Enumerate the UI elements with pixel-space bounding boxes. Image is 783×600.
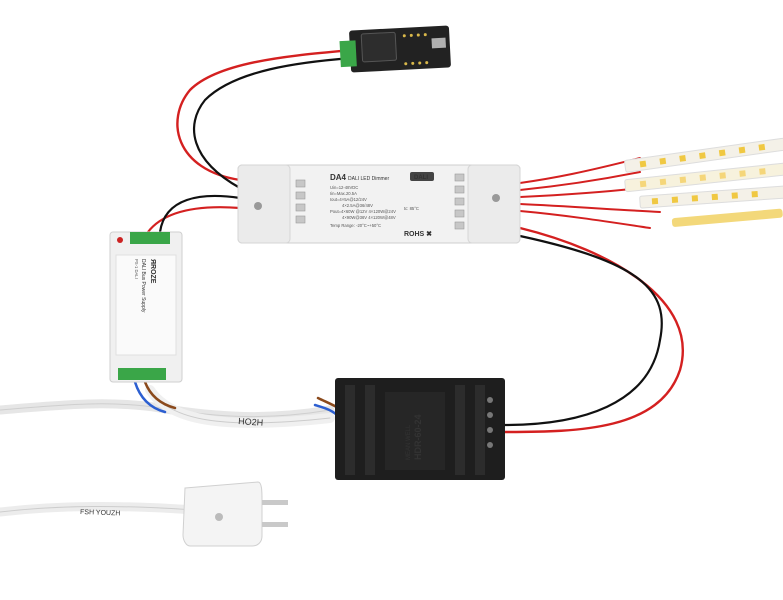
dali-bus-power-supply: ЯROZE DALI Bus Power Supply PS-1 DALI [109,231,183,383]
din-rail-psu: MEAN WELL HDR-60-24 [335,378,505,480]
dimmer-marks: ROHS ✖ [404,230,432,238]
bus-top-terminal [130,232,170,244]
black-wire-psu-dimmer [503,234,663,427]
bus-title: DALI Bus Power Supply [140,259,146,313]
dimmer-model: DA4 [330,173,347,182]
mount-hole-left [254,202,262,210]
red-wire-board-dimmer [176,48,354,182]
wires [0,48,684,517]
dimmer-left-cap [237,164,291,244]
psu-cable-print: HO2H [238,416,264,428]
psu-label-area [385,392,445,470]
dali-badge [410,172,434,181]
psu-model: HDR-60-24 [413,414,423,460]
red-wire-dali-bus [146,206,242,234]
dimmer-spec-1: Uin=12-48VDC [330,185,358,190]
mains-cable-left-edge [0,403,331,418]
bus-brand: ЯROZE [149,259,156,284]
dimmer-title: DALI LED Dimmer [348,176,389,182]
black-wire-board-dimmer [192,56,354,190]
red-wire-dimmer-psu [503,226,684,434]
dimmer-spec-4: 4×2.5A@36/48V [342,203,373,208]
output-wire-3 [519,187,641,198]
brown-conductor [143,380,177,410]
bus-label-panel [115,254,177,356]
bus-bottom-terminal [118,368,166,380]
wifi-module [360,31,397,63]
output-wire-5 [519,210,651,229]
dimmer-spec-3: Iout=4×5A@12/24V [330,197,367,202]
mount-hole-right [492,194,500,202]
cob-strip [671,208,783,227]
output-wire-4 [519,203,661,213]
mains-plug [182,481,288,547]
dali-dimmer: DA4 DALI LED Dimmer DALI Uin=12-48VDC Ii… [237,164,521,244]
green-terminal-board [339,40,357,68]
psu-brand: MEAN WELL [406,424,412,460]
plug-screw [215,513,223,521]
dali-badge-text: DALI [414,175,428,181]
dimmer-spec-2: Iin=Max.20.5A [330,191,357,196]
led-strips [624,136,783,227]
black-wire-dali-bus [158,194,242,234]
plug-pin-bottom [262,522,288,527]
plug-pin-top [262,500,288,505]
bus-led [117,237,123,243]
plug-cable-print: FSH YOUZH [80,509,121,517]
blue-conductor [133,380,167,414]
bus-model: PS-1 DALI [134,259,139,279]
dimmer-spec-6: 4×90W@36V 4×120W@48V [342,215,396,220]
dimmer-spec-7: Temp Range: -20°C~+50°C [330,223,381,228]
controller-board [339,25,451,73]
output-wire-1 [519,157,641,184]
usb-port [431,37,446,49]
plug-cable-edge [0,505,196,513]
dimmer-tc: tc: 85°C [404,206,419,211]
dimmer-spec-5: Pout=4×60W @12V 4×120W@24V [330,209,396,214]
output-wire-2 [519,171,641,191]
dimmer-right-cap [467,164,521,244]
